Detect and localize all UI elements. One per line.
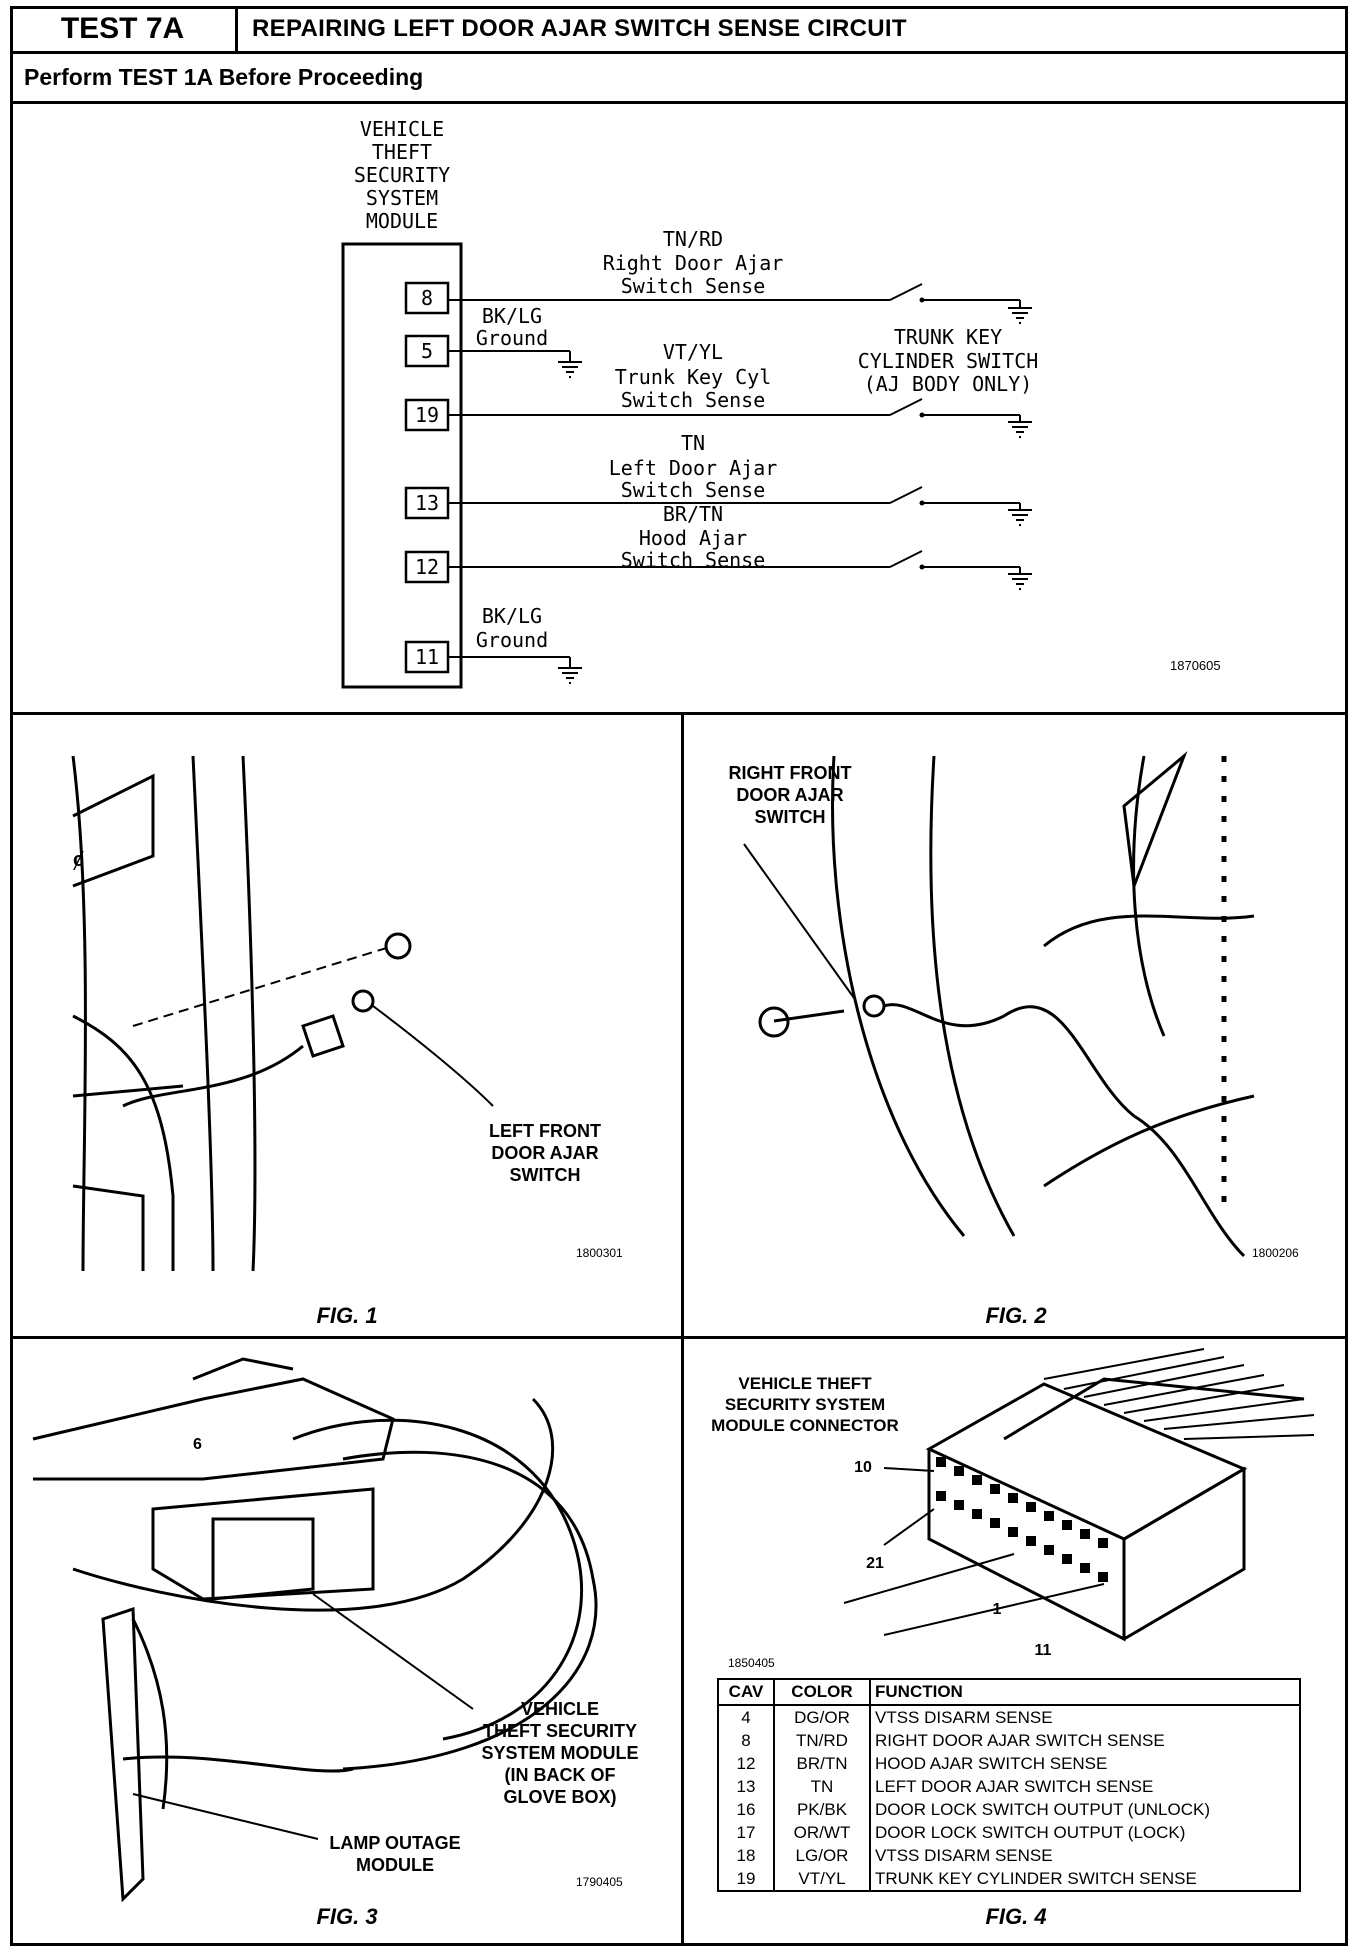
circuit-name-ground-2: Ground — [476, 628, 548, 652]
fig4-pin-11: 11 — [1034, 1642, 1052, 1659]
col-cav: CAV — [717, 1678, 775, 1706]
circuit-color-vtyl: VT/YL — [663, 340, 723, 364]
circuit-name-right-door: Right Door Ajar — [603, 251, 784, 275]
fig3-code: 1790405 — [576, 1875, 623, 1889]
pin-19: 19 — [415, 403, 439, 427]
pin-12: 12 — [415, 555, 439, 579]
fig4-pin-1: 1 — [992, 1601, 1002, 1618]
fig4-code: 1850405 — [728, 1656, 775, 1670]
circuit-color-bklg-1: BK/LG — [482, 304, 542, 328]
fig1-label: FIG. 1 — [316, 1303, 378, 1328]
circuit-color-tnrd: TN/RD — [663, 227, 723, 251]
fig2-leader — [743, 843, 855, 999]
circuit-name-right-door-2: Switch Sense — [621, 274, 766, 298]
col-color: COLOR — [773, 1678, 871, 1706]
fig4-pin-21: 21 — [866, 1555, 884, 1572]
trunk-switch-label-3: (AJ BODY ONLY) — [864, 372, 1033, 396]
fig3-label: FIG. 3 — [316, 1904, 378, 1929]
pin-8-box — [404, 281, 450, 315]
circuit-color-brtn: BR/TN — [663, 502, 723, 526]
circuit-color-bklg-2: BK/LG — [482, 604, 542, 628]
trunk-switch-label-1: TRUNK KEY — [894, 325, 1002, 349]
ground-symbols — [558, 307, 1032, 684]
divider-1 — [10, 712, 1348, 715]
fig4-pin-10: 10 — [854, 1459, 872, 1476]
svg-text:ȼ: ȼ — [73, 849, 84, 871]
svg-text:6: 6 — [193, 1436, 202, 1453]
module-label-2: THEFT — [372, 140, 432, 164]
test-header: TEST 7A REPAIRING LEFT DOOR AJAR SWITCH … — [10, 6, 1348, 54]
trunk-switch-label-2: CYLINDER SWITCH — [858, 349, 1039, 373]
circuit-name-hood-2: Switch Sense — [621, 548, 766, 572]
circuit-name-left-door-2: Switch Sense — [621, 478, 766, 502]
divider-2 — [10, 1336, 1348, 1339]
pin-11: 11 — [415, 645, 439, 669]
fig2-label: FIG. 2 — [985, 1303, 1047, 1328]
test-title: REPAIRING LEFT DOOR AJAR SWITCH SENSE CI… — [252, 14, 907, 42]
prerequisite-row: Perform TEST 1A Before Proceeding — [10, 54, 1348, 104]
fig2-code: 1800206 — [1252, 1246, 1299, 1260]
fig2-illustration — [743, 751, 1255, 1258]
wiring-schematic: VEHICLE THEFT SECURITY SYSTEM MODULE 8 5… — [341, 117, 1221, 689]
circuit-name-trunk-2: Switch Sense — [621, 388, 766, 412]
test-id: TEST 7A — [10, 6, 238, 51]
circuit-name-left-door: Left Door Ajar — [609, 456, 778, 480]
module-label-5: MODULE — [366, 209, 438, 233]
fig1-code: 1800301 — [576, 1246, 623, 1260]
fig4-connector-illustration — [843, 1348, 1315, 1642]
pin-13: 13 — [415, 491, 439, 515]
pin-8: 8 — [421, 286, 433, 310]
module-label-3: SECURITY — [354, 163, 450, 187]
circuit-name-trunk: Trunk Key Cyl — [615, 365, 772, 389]
schematic-code: 1870605 — [1170, 658, 1221, 673]
col-function: FUNCTION — [869, 1678, 1301, 1706]
module-label-4: SYSTEM — [366, 186, 438, 210]
pin-5: 5 — [421, 339, 433, 363]
fig4-label: FIG. 4 — [985, 1904, 1047, 1929]
cavity-table-header: CAV COLOR FUNCTION — [717, 1678, 1301, 1706]
circuit-name-ground-1: Ground — [476, 326, 548, 350]
module-label-1: VEHICLE — [360, 117, 444, 141]
fig1-illustration: ȼ — [71, 755, 494, 1272]
divider-vertical — [681, 714, 684, 1946]
circuit-name-hood: Hood Ajar — [639, 526, 747, 550]
fig3-illustration: 6 — [32, 1357, 598, 1903]
page-frame — [10, 6, 1348, 1946]
prerequisite-text: Perform TEST 1A Before Proceeding — [24, 64, 424, 90]
circuit-color-tn: TN — [681, 431, 705, 455]
module-box — [341, 242, 463, 689]
